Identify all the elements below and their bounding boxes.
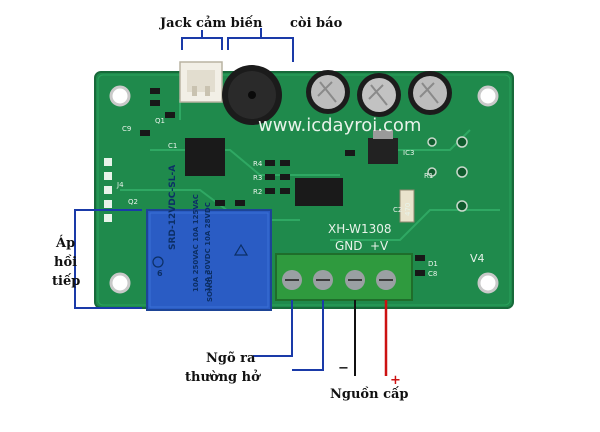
right-pads	[427, 136, 468, 212]
model-label: XH-W1308	[328, 222, 392, 236]
r4-label: R4	[253, 160, 263, 168]
electrolytic-capacitors	[306, 70, 452, 117]
terminal-screw	[376, 270, 396, 290]
sensor-jack-connector	[179, 61, 223, 103]
buzzer-bracket	[227, 28, 294, 62]
capacitor	[408, 71, 452, 115]
callouts	[74, 28, 324, 371]
buzzer-label: còi báo	[290, 16, 343, 31]
r1-label: R1	[424, 172, 433, 180]
c1-label: C1	[168, 142, 177, 150]
d1-label: D1	[428, 260, 438, 268]
pin-header	[104, 158, 112, 222]
q2-label: Q2	[128, 198, 138, 206]
v-label: +V	[370, 239, 389, 253]
r2-label: R2	[253, 188, 262, 196]
q1-label: Q1	[155, 117, 165, 125]
feedback-bracket	[74, 209, 142, 309]
r3-label: R3	[253, 174, 262, 182]
ul-mark	[152, 256, 164, 268]
silkscreen: www.icdayroi.com XH-W1308 GND +V V4 IC3 …	[116, 115, 485, 278]
warning-mark	[233, 243, 249, 256]
terminal-screw	[282, 270, 302, 290]
ics	[185, 130, 398, 206]
ic3-label: IC3	[403, 149, 414, 157]
watermark-text: www.icdayroi.com	[258, 115, 421, 136]
terminal-screw	[345, 270, 365, 290]
relay-brand: SONGLE	[206, 270, 214, 302]
relay: SRD-12VDC-SL-A 10A 250VAC 10A 125VAC 10A…	[146, 165, 272, 311]
output-label-line-1: Ngõ ra	[206, 351, 256, 366]
annotation-labels: Jack cảm biến còi báo Áp hồi tiếp Ngõ ra…	[52, 15, 409, 402]
terminal-screw	[313, 270, 333, 290]
relay-model: SRD-12VDC-SL-A	[168, 165, 178, 250]
jack-bracket	[181, 30, 223, 50]
feedback-label-line-2: hồi	[54, 254, 77, 270]
capacitor	[357, 73, 401, 117]
j4-label: J4	[116, 181, 124, 189]
screw-terminal-block	[275, 253, 413, 301]
relay-rating-2: 10A 30VDC 10A 28VDC	[204, 202, 212, 292]
gnd-label: GND	[335, 239, 363, 253]
feedback-label-line-1: Áp	[55, 235, 75, 251]
jack-label: Jack cảm biến	[159, 15, 263, 31]
resistor-470	[399, 189, 415, 223]
r470-label: 470	[404, 203, 412, 216]
plus-sign: +	[390, 373, 401, 388]
relay-pin-number: 6	[157, 269, 163, 278]
feedback-label-line-3: tiếp	[52, 273, 80, 289]
capacitor	[306, 70, 350, 114]
power-wires	[354, 300, 388, 376]
minus-sign: −	[338, 361, 349, 376]
c8-label: C8	[428, 270, 437, 278]
output-bracket	[253, 300, 324, 371]
power-label: Nguồn cấp	[330, 386, 409, 402]
relay-rating-1: 10A 250VAC 10A 125VAC	[192, 194, 200, 292]
output-label-line-2: thường hở	[185, 369, 261, 385]
smd-components	[140, 88, 425, 276]
c2-label: C2	[393, 206, 402, 214]
c9-label: C9	[122, 125, 131, 133]
mounting-holes	[109, 85, 499, 294]
v4-label: V4	[470, 252, 485, 265]
buzzer	[222, 65, 282, 125]
